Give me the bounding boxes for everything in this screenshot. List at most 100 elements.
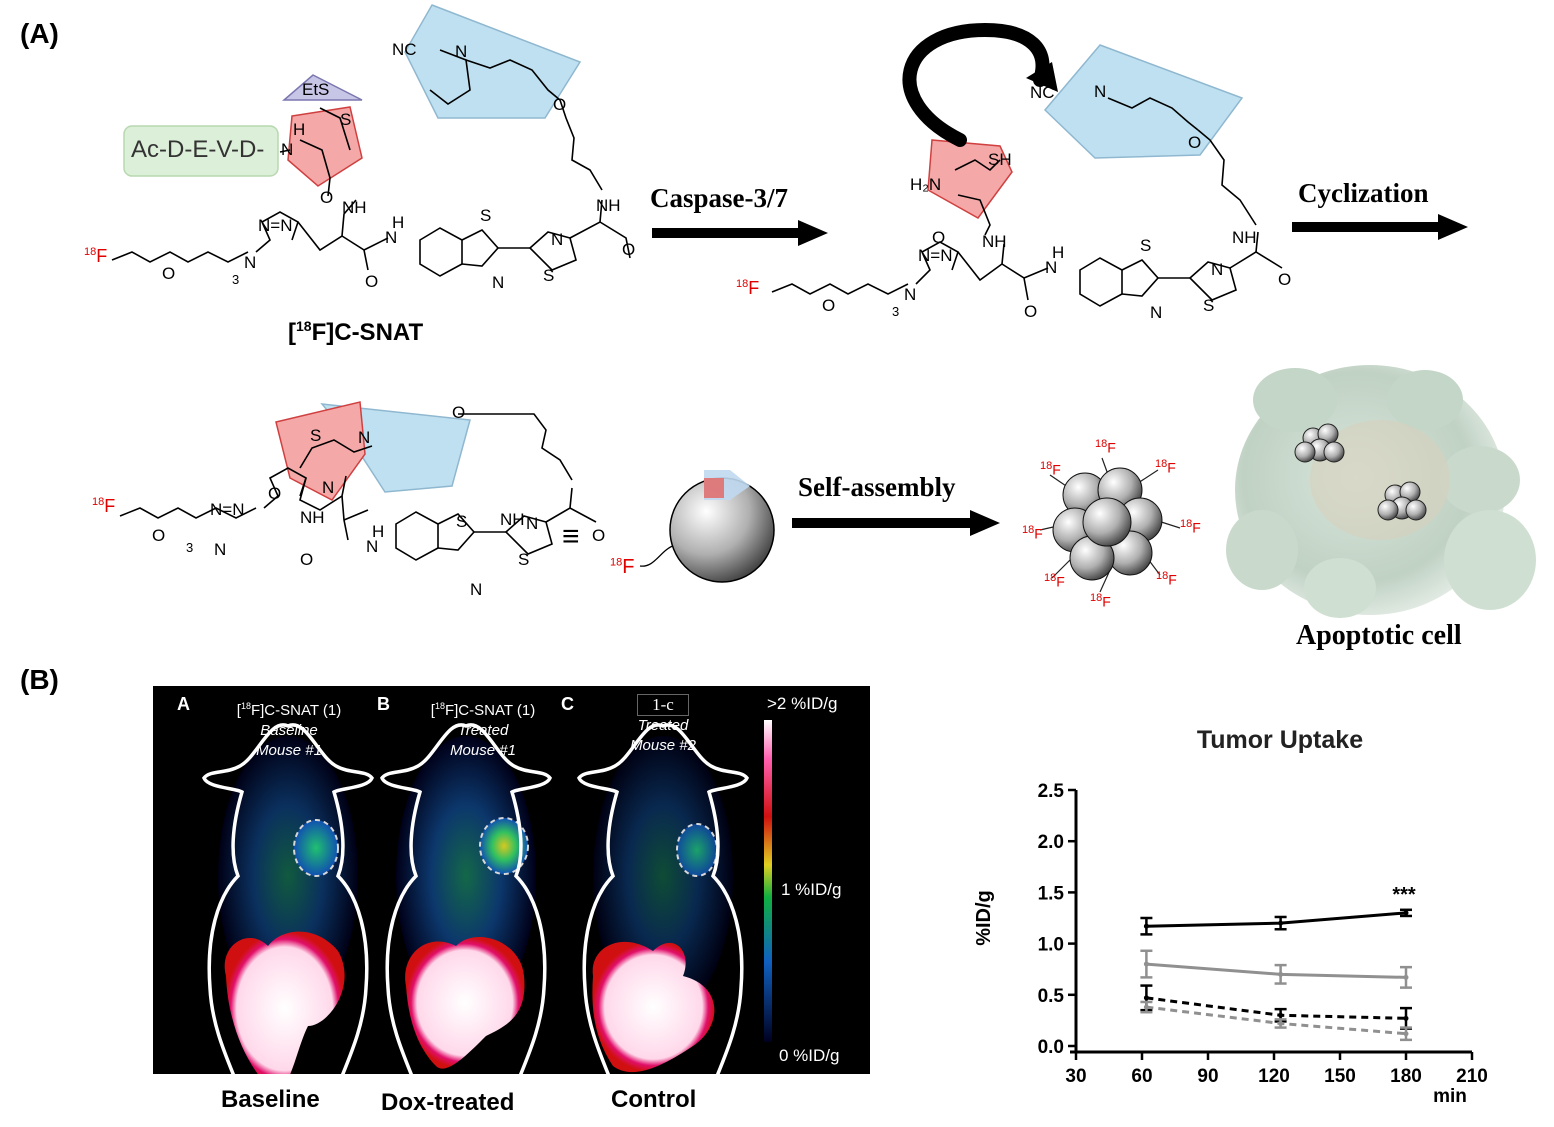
f18-np-1: 18F — [1095, 438, 1116, 456]
step-self-assembly-label: Self-assembly — [798, 472, 956, 502]
atom-n-amide-3: N — [366, 537, 379, 556]
pet-image-panel: A B C [18F]C-SNAT (1) Baseline Mouse #1 … — [153, 686, 870, 1074]
pet-caption-baseline: Baseline — [221, 1086, 320, 1113]
pet-color-scale — [764, 720, 772, 1042]
reaction-scheme-drawing — [111, 4, 1536, 618]
atom-s-btz-2: S — [1140, 236, 1152, 255]
atom-sh: SH — [988, 150, 1012, 169]
data-point — [1278, 1012, 1284, 1018]
ets-label: EtS — [302, 80, 330, 99]
data-point — [1403, 974, 1409, 980]
x-tick-label: 90 — [1197, 1066, 1218, 1087]
apoptotic-cell-label: Apoptotic cell — [1296, 620, 1462, 651]
atom-o-8: O — [592, 526, 606, 545]
tumor-uptake-chart: Tumor Uptake %ID/g min 0.00.51.01.52.02.… — [973, 726, 1488, 1107]
pet-letter-a: A — [177, 694, 190, 714]
pet-mouse-c — [577, 723, 749, 1074]
x-tick-label: 180 — [1390, 1066, 1422, 1087]
pet-c-line2: Treated — [637, 717, 689, 734]
data-point — [1143, 1004, 1149, 1010]
atom-s-thz-2: S — [1203, 296, 1215, 315]
data-point — [1403, 1031, 1409, 1037]
pet-b-caption: [18F]C-SNAT (1) Treated Mouse #1 — [413, 696, 553, 761]
atom-n-thz-1: N — [551, 230, 564, 249]
panel-b-label: (B) — [20, 664, 59, 695]
atom-o-2: O — [622, 240, 636, 259]
f18-np-7: 18F — [1022, 524, 1043, 542]
sphere-linker — [639, 544, 676, 567]
y-tick-label: 1.5 — [1038, 883, 1065, 904]
pet-images-svg — [202, 720, 772, 1074]
data-point — [1278, 971, 1284, 977]
atom-o-6: O — [1024, 302, 1038, 321]
atom-n-amide-1: N — [385, 228, 398, 247]
atom-s-thz-1: S — [543, 266, 555, 285]
atom-nh-4: NH — [1232, 228, 1257, 247]
x-tick-label: 210 — [1456, 1066, 1488, 1087]
f18-np-6: 18F — [1044, 572, 1065, 590]
peg-repeat-3: 3 — [186, 540, 194, 555]
triazole-n-6: N — [214, 540, 227, 559]
pet-b-line1: [18F]C-SNAT (1) — [430, 701, 536, 719]
atom-o-peg-1: O — [162, 264, 176, 283]
ets-highlight — [281, 74, 363, 101]
pet-mouse-b — [380, 723, 552, 1074]
peptide-label: Ac-D-E-V-D- — [131, 136, 265, 163]
atom-n-btz-1: N — [492, 273, 505, 292]
atom-n-ring-3b: N — [322, 478, 335, 497]
atom-n-quinoline-1: N — [455, 42, 468, 61]
atom-n-quinoline-2: N — [1094, 82, 1107, 101]
data-point — [1143, 923, 1149, 929]
step-cyclization-label: Cyclization — [1298, 178, 1429, 208]
step-caspase-label: Caspase-3/7 — [650, 183, 789, 213]
f18-label-1: 18F — [84, 246, 108, 266]
quinoline-highlight-1 — [404, 4, 582, 119]
chart-ylabel: %ID/g — [973, 890, 995, 946]
atom-nc-2: NC — [1030, 83, 1055, 102]
f18-label-3: 18F — [92, 496, 116, 516]
series-line-0 — [1146, 911, 1407, 928]
data-point — [1403, 1015, 1409, 1021]
data-point — [1143, 995, 1149, 1001]
atom-n-ring-3: N — [358, 428, 371, 447]
pet-scale-bottom: 0 %ID/g — [779, 1046, 840, 1065]
f18-np-4: 18F — [1156, 570, 1177, 588]
pet-mouse-a — [202, 723, 374, 1074]
y-tick-label: 0.0 — [1038, 1037, 1064, 1058]
x-tick-label: 30 — [1065, 1066, 1086, 1087]
pet-b-line2: Treated — [457, 722, 509, 739]
atom-o-ether-3: O — [452, 403, 466, 422]
x-tick-label: 150 — [1324, 1066, 1356, 1087]
atom-s-cys-1: S — [340, 110, 352, 129]
atom-nh-5: NH — [300, 508, 325, 527]
atom-nh-2: NH — [596, 196, 621, 215]
chart-annotation: *** — [1392, 884, 1416, 906]
atom-n-btz-2: N — [1150, 303, 1163, 322]
y-tick-label: 0.5 — [1038, 986, 1065, 1007]
pet-a-line2: Baseline — [260, 722, 318, 739]
f18-label-2: 18F — [736, 278, 760, 298]
pet-scale-top: >2 %ID/g — [767, 694, 838, 713]
triazole-n-4: N — [904, 285, 917, 304]
peptide-box — [123, 125, 279, 177]
data-point — [1403, 910, 1409, 916]
atom-s-ring-3: S — [310, 426, 322, 445]
atom-h-3: H — [1052, 243, 1065, 262]
molecule-2-skeleton — [771, 97, 1283, 307]
y-tick-label: 2.5 — [1038, 781, 1065, 802]
triazole-n-1: N=N — [258, 216, 293, 235]
atom-n-amide-2: N — [1045, 258, 1058, 277]
pet-a-line1: [18F]C-SNAT (1) — [236, 701, 342, 719]
atom-o-9: O — [300, 550, 314, 569]
cyclization-curved-arrow — [902, 22, 1050, 147]
triazole-n-5: N=N — [210, 500, 245, 519]
cysteine-highlight-2 — [927, 139, 1013, 219]
equivalence-sign: ≡ — [562, 520, 580, 553]
atom-o-ether-2: O — [1188, 133, 1202, 152]
atom-h-4: H — [372, 522, 385, 541]
pet-a-line3: Mouse #1 — [256, 742, 322, 759]
atom-n-thz-3: N — [526, 514, 539, 533]
triazole-n-3: N=N — [918, 246, 953, 265]
chart-y-ticks: 0.00.51.01.52.02.5 — [1038, 781, 1076, 1058]
